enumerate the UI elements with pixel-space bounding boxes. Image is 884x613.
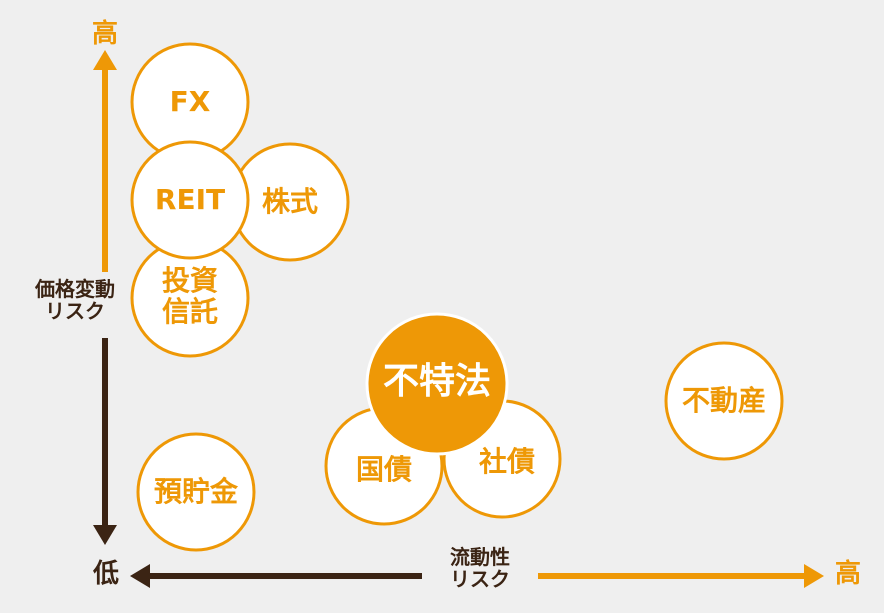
label-real-estate: 不動産 <box>681 384 766 417</box>
x-axis-label: 流動性 リスク <box>450 545 510 592</box>
origin-low-label: 低 <box>92 559 119 589</box>
bubble-deposit <box>136 432 256 552</box>
y-axis-high-label: 高 <box>91 19 118 49</box>
y-axis-arrowhead-down <box>93 525 117 545</box>
label-stocks: 株式 <box>261 185 318 218</box>
label-reit: REIT <box>154 183 226 216</box>
bubble-fudokuho <box>365 312 509 456</box>
label-jgb: 国債 <box>355 453 412 486</box>
label-investment-trust: 投資 信託 <box>161 264 218 329</box>
bubble-reit <box>130 140 250 260</box>
label-fudokuho: 不特法 <box>382 361 491 402</box>
y-axis-label: 価格変動 リスク <box>35 277 115 324</box>
label-fx: FX <box>169 85 211 118</box>
x-axis-high-label: 高 <box>834 559 861 589</box>
label-corporate-bond: 社債 <box>478 445 535 478</box>
bubble-real-estate <box>664 341 784 461</box>
x-axis-arrowhead-left <box>130 564 150 588</box>
x-axis-arrowhead-right <box>804 564 824 588</box>
y-axis-arrowhead-up <box>93 50 117 70</box>
label-deposit: 預貯金 <box>153 475 238 508</box>
